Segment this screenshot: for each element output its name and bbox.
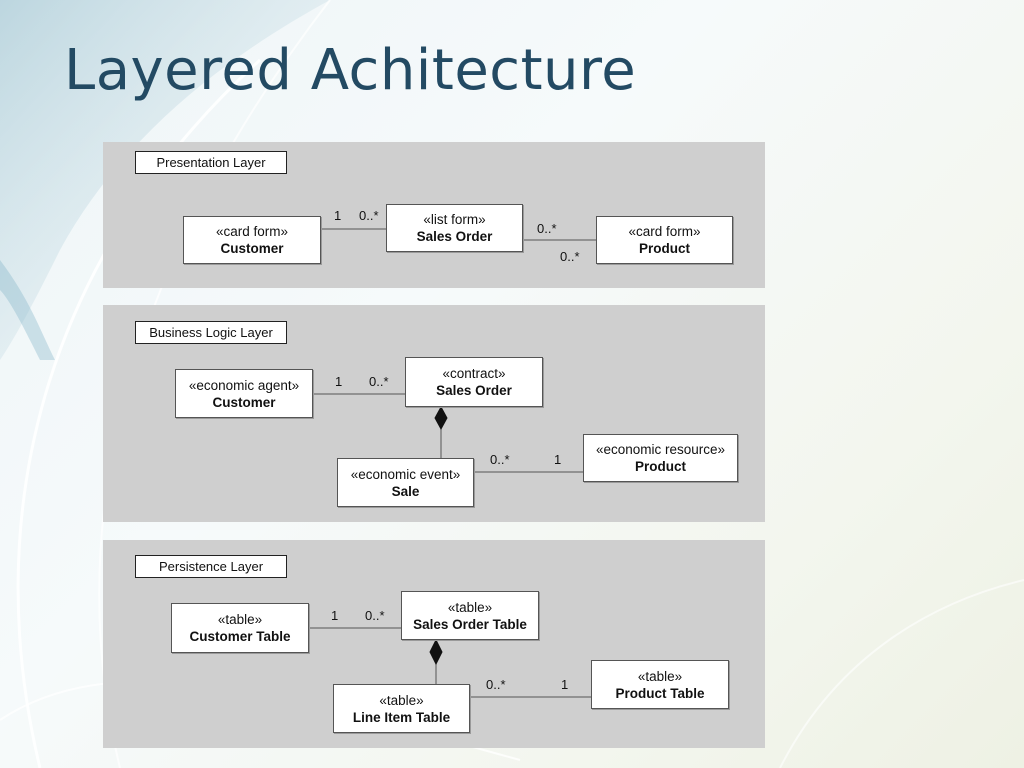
class-name: Customer [220, 241, 284, 256]
stereotype-label: «card form» [215, 224, 289, 239]
persistence-layer-label: Persistence Layer [135, 555, 287, 578]
stereotype-label: «table» [379, 692, 424, 708]
multiplicity-label: 1 [331, 608, 339, 623]
persistence-connectors [309, 627, 591, 698]
multiplicity-label: 0..* [359, 208, 379, 223]
line-item-table[interactable]: «table» Line Item Table [333, 684, 470, 733]
sales-order-contract[interactable]: «contract» Sales Order [405, 357, 543, 407]
slide-title: Layered Achitecture [64, 38, 637, 103]
persistence-layer-panel: Persistence Layer «table» Customer Table… [103, 540, 765, 748]
multiplicity-label: 1 [561, 677, 569, 692]
class-name: Sales Order Table [413, 616, 527, 632]
presentation-layer-label: Presentation Layer [135, 151, 287, 174]
stereotype-label: «table» [447, 599, 493, 615]
multiplicity-label: 1 [554, 452, 562, 467]
class-name: Product [634, 459, 686, 474]
stereotype-label: «economic event» [350, 466, 461, 482]
stereotype-label: «contract» [442, 366, 506, 381]
multiplicity-label: 0..* [369, 374, 389, 389]
class-name: Sales Order [416, 229, 493, 244]
business-connectors [313, 393, 583, 473]
stereotype-label: «economic resource» [595, 442, 726, 457]
customer-table[interactable]: «table» Customer Table [171, 603, 309, 653]
multiplicity-label: 0..* [365, 608, 385, 623]
class-name: Customer [212, 394, 276, 410]
stereotype-label: «list form» [423, 212, 486, 227]
product-table[interactable]: «table» Product Table [591, 660, 729, 709]
class-name: Customer Table [189, 629, 291, 644]
sales-order-table[interactable]: «table» Sales Order Table [401, 591, 539, 640]
multiplicity-label: 0..* [537, 221, 557, 236]
stereotype-label: «card form» [628, 224, 701, 239]
stereotype-label: «table» [217, 612, 263, 627]
presentation-connectors [321, 228, 596, 241]
customer-card-form[interactable]: «card form» Customer [183, 216, 321, 264]
multiplicity-label: 0..* [486, 677, 506, 692]
sale-economic-event[interactable]: «economic event» Sale [337, 458, 474, 507]
customer-economic-agent[interactable]: «economic agent» Customer [175, 369, 313, 418]
class-name: Sale [391, 483, 420, 499]
product-card-form[interactable]: «card form» Product [596, 216, 733, 264]
multiplicity-label: 0..* [560, 249, 580, 264]
class-name: Line Item Table [352, 709, 451, 725]
presentation-layer-panel: Presentation Layer «card form» Customer … [103, 142, 765, 288]
class-name: Product Table [615, 685, 705, 701]
stereotype-label: «economic agent» [188, 377, 300, 393]
sales-order-list-form[interactable]: «list form» Sales Order [386, 204, 523, 252]
stereotype-label: «table» [637, 668, 683, 684]
multiplicity-label: 0..* [490, 452, 510, 467]
multiplicity-label: 1 [335, 374, 343, 389]
business-logic-layer-panel: Business Logic Layer «economic agent» Cu… [103, 305, 765, 522]
product-economic-resource[interactable]: «economic resource» Product [583, 434, 738, 482]
class-name: Sales Order [436, 383, 512, 398]
business-layer-label: Business Logic Layer [135, 321, 287, 344]
multiplicity-label: 1 [334, 208, 342, 223]
class-name: Product [638, 241, 690, 256]
